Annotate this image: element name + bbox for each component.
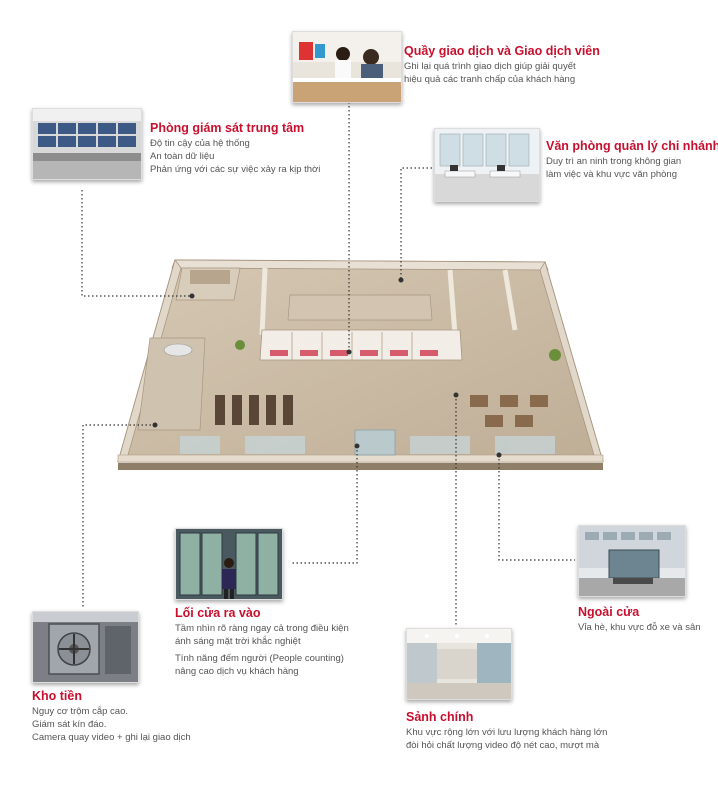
entrance-photo — [175, 528, 283, 600]
callout-line: Độ tin cậy của hệ thống — [150, 138, 250, 150]
callout-line: đòi hỏi chất lượng video độ nét cao, mượ… — [406, 740, 600, 752]
callout-office: Văn phòng quản lý chi nhánh Duy trì an n… — [546, 139, 718, 182]
callout-line: Phản ứng với các sự việc xảy ra kịp thời — [150, 164, 321, 175]
callout-title: Văn phòng quản lý chi nhánh — [546, 139, 718, 153]
callout-line: nâng cao dịch vụ khách hàng — [175, 665, 299, 677]
callout-line: Duy trì an ninh trong không gian — [546, 156, 682, 168]
callout-lobby: Sảnh chính Khu vực rộng lớn với lưu lượn… — [406, 710, 607, 753]
building-exterior-photo — [578, 525, 686, 597]
connector-lines — [81, 102, 575, 625]
callout-title: Sảnh chính — [406, 710, 474, 724]
callout-title: Kho tiền — [32, 689, 82, 703]
callout-entrance: Lối cửa ra vào Tầm nhìn rõ ràng ngay cả … — [175, 606, 349, 679]
callout-monitoring: Phòng giám sát trung tâm Độ tin cậy của … — [150, 121, 320, 177]
callout-line: Ghi lại quá trình giao dịch giúp giải qu… — [404, 61, 576, 73]
callout-line: Giám sát kín đáo. — [32, 719, 107, 731]
isometric-floorplan — [117, 259, 604, 470]
callout-title: Ngoài cửa — [578, 605, 640, 619]
callout-title: Lối cửa ra vào — [175, 606, 261, 620]
callout-line: Nguy cơ trộm cắp cao. — [32, 706, 128, 718]
callout-line: Tầm nhìn rõ ràng ngay cả trong điều kiện — [175, 623, 349, 635]
callout-line: hiệu quả các tranh chấp của khách hàng — [404, 74, 576, 86]
callout-teller: Quầy giao dịch và Giao dịch viên Ghi lại… — [404, 44, 600, 87]
callout-line: Camera quay video + ghi lại giao dịch — [32, 732, 191, 743]
control-room-photo — [32, 108, 142, 180]
connector-dots — [152, 277, 502, 458]
callout-line: ánh sáng mặt trời khắc nghiệt — [175, 636, 301, 648]
callout-title: Phòng giám sát trung tâm — [150, 121, 305, 135]
lobby-photo — [406, 628, 512, 700]
callout-vault: Kho tiền Nguy cơ trộm cắp cao. Giám sát … — [32, 689, 191, 745]
office-photo — [434, 128, 540, 202]
callout-line: Tính năng đếm người (People counting) — [175, 653, 344, 664]
callout-line: Vỉa hè, khu vực đỗ xe và sân — [578, 622, 701, 634]
vault-door-photo — [32, 611, 139, 683]
callout-line: Khu vực rộng lớn với lưu lượng khách hàn… — [406, 727, 608, 739]
callout-line: làm việc và khu vực văn phòng — [546, 169, 677, 181]
callout-outside: Ngoài cửa Vỉa hè, khu vực đỗ xe và sân — [578, 605, 701, 635]
teller-counter-photo — [292, 31, 402, 103]
callout-line: An toàn dữ liệu — [150, 151, 215, 163]
callout-title: Quầy giao dịch và Giao dịch viên — [404, 44, 600, 58]
